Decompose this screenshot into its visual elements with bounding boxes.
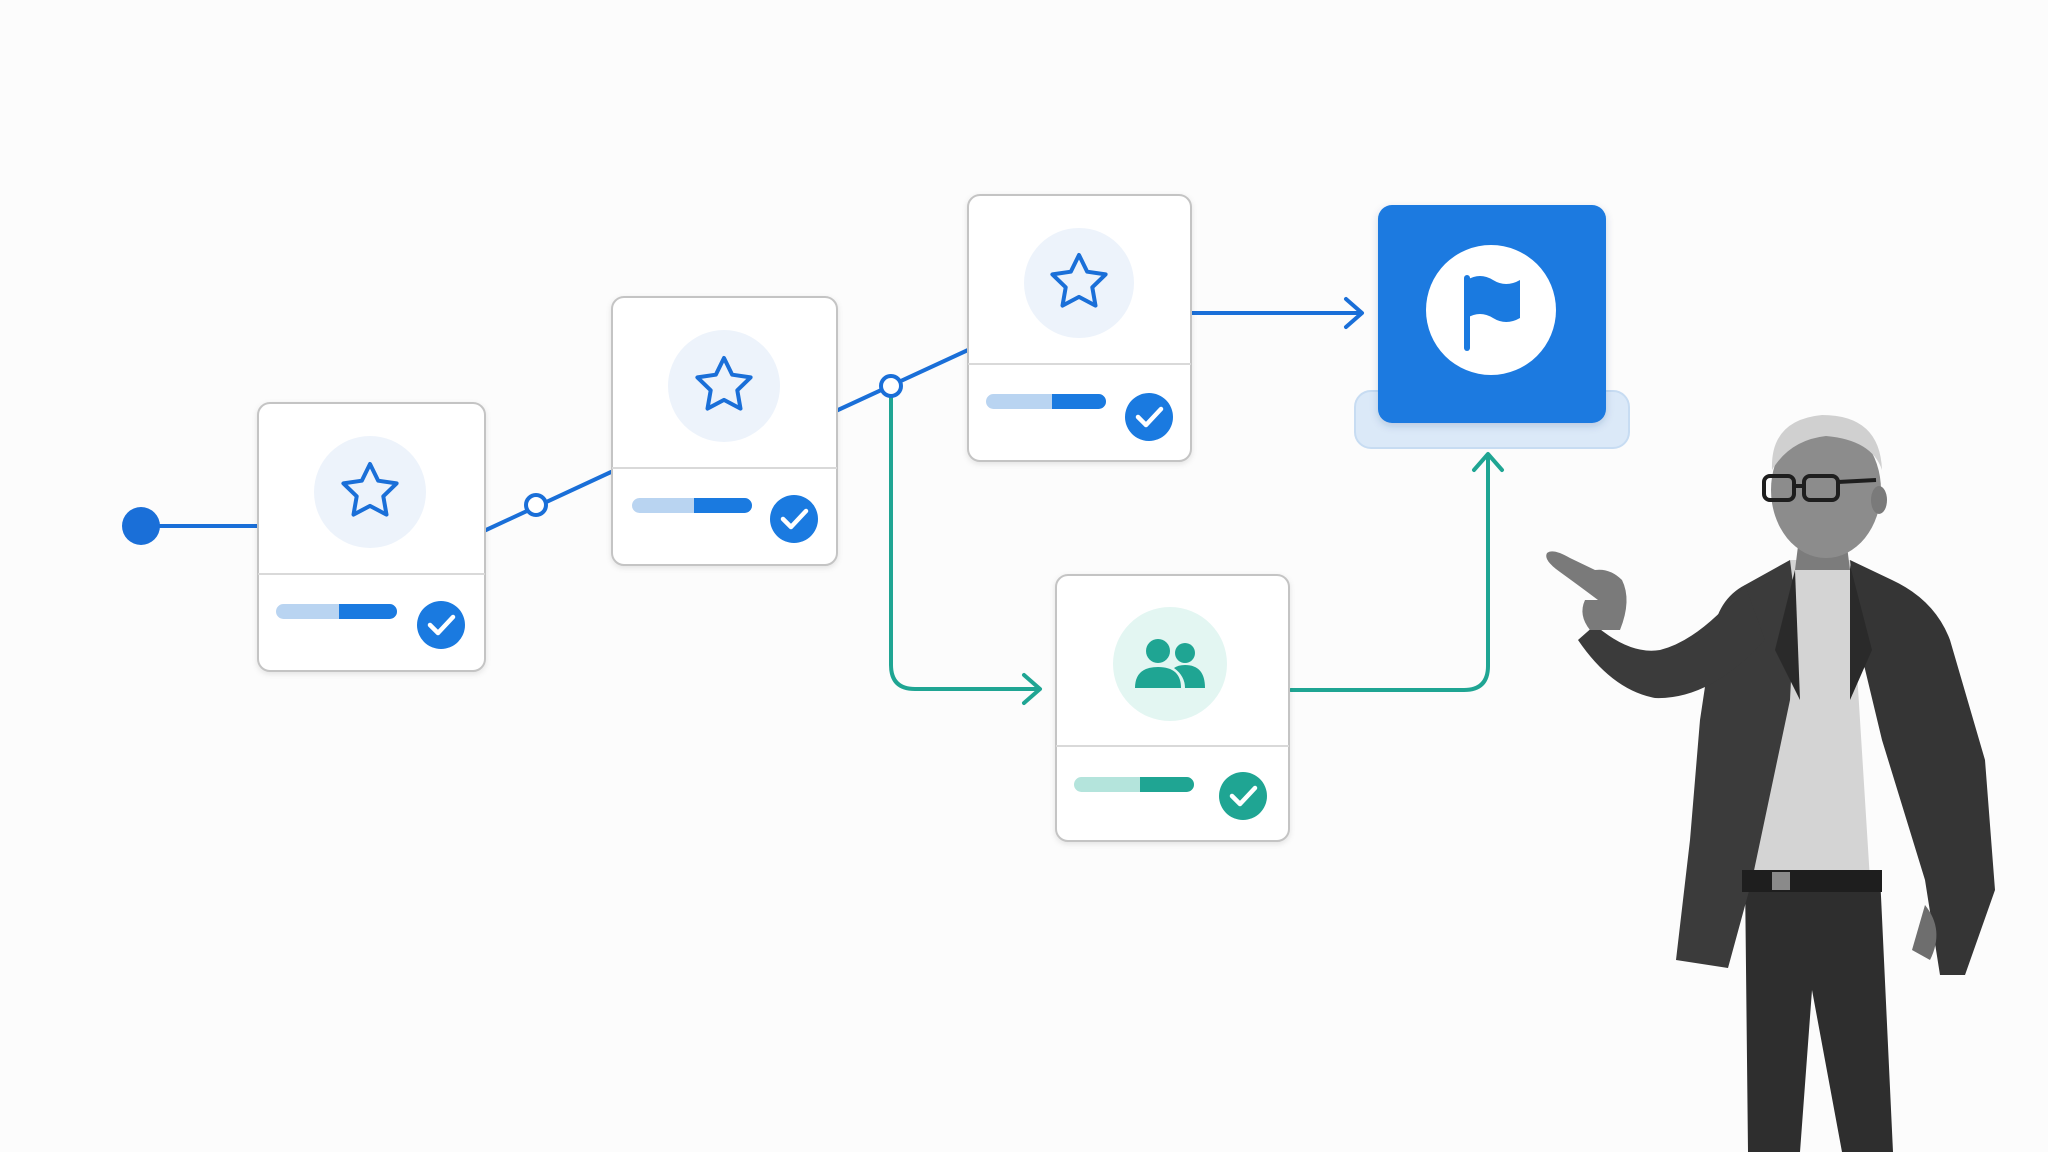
presenter-arm (1578, 585, 1765, 699)
progress-fill (1140, 777, 1194, 792)
presenter-glasses (1762, 474, 1877, 502)
people-icon (1135, 639, 1205, 688)
connector-team-step-to-goal (1289, 454, 1490, 692)
check-badge-icon (1219, 772, 1267, 820)
star-outline-icon (341, 462, 399, 517)
step-card-2[interactable] (611, 296, 838, 566)
presenter-head (1771, 422, 1881, 558)
presenter-jacket (1676, 560, 1795, 968)
presenter-belt (1742, 870, 1882, 892)
star-outline-icon (1050, 253, 1108, 308)
team-step-card[interactable] (1055, 574, 1290, 842)
progress-fill (339, 604, 397, 619)
progress-fill (694, 498, 752, 513)
icon-circle (1024, 228, 1134, 338)
connectors-teal (889, 395, 1504, 705)
check-badge-icon (417, 601, 465, 649)
check-badge-icon (770, 495, 818, 543)
connectors-blue (139, 297, 1364, 532)
progress-fill (1052, 394, 1106, 409)
check-mark (780, 508, 809, 530)
arrowhead-goal (1344, 297, 1364, 329)
connector-step-2-to-step-3 (836, 348, 970, 412)
presenter-figure (1546, 415, 1995, 1152)
presenter-trousers (1745, 875, 1893, 1152)
star-outline-icon (695, 356, 753, 411)
junction-2 (879, 374, 903, 398)
presenter-hand (1546, 551, 1627, 630)
arrowhead-goal-bottom (1472, 452, 1504, 472)
junction-1 (524, 493, 548, 517)
step-card-1[interactable] (257, 402, 486, 672)
check-badge-icon (1125, 393, 1173, 441)
icon-circle (314, 436, 426, 548)
arrowhead-team-step (1022, 673, 1042, 705)
connector-junction-to-team-step (889, 395, 1040, 691)
presenter-hair (1771, 415, 1882, 470)
flag-icon (1464, 275, 1520, 351)
icon-circle (1113, 607, 1227, 721)
check-mark (427, 614, 456, 636)
goal-tile[interactable] (1354, 205, 1630, 449)
step-card-3[interactable] (967, 194, 1192, 462)
icon-circle (668, 330, 780, 442)
start-point (122, 507, 160, 545)
connector-step-1-to-step-2 (484, 470, 613, 532)
check-mark (1135, 406, 1164, 428)
check-mark (1229, 785, 1258, 807)
